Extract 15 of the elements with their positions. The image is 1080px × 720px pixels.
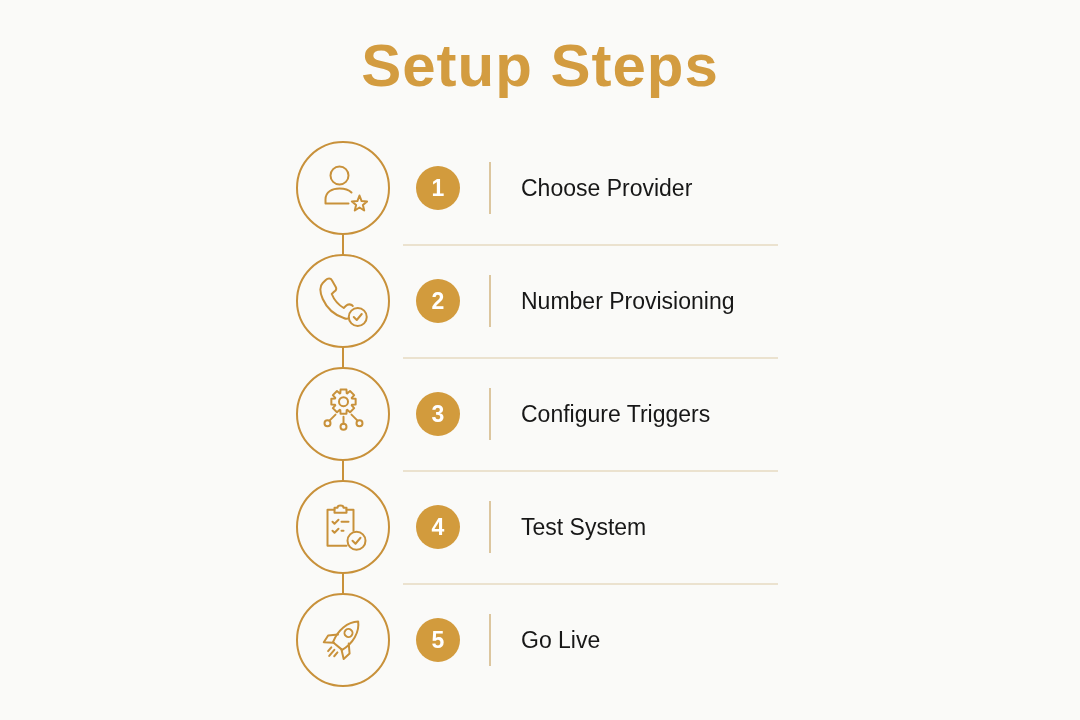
- title: Setup Steps: [361, 31, 719, 101]
- step-title: Number Provisioning: [521, 287, 735, 315]
- step-title: Test System: [521, 513, 647, 541]
- connector-line: [342, 573, 344, 594]
- connector-line: [342, 234, 344, 255]
- step-title: Configure Triggers: [521, 400, 711, 428]
- number-badge: 4: [416, 505, 460, 549]
- number-badge: 2: [416, 279, 460, 323]
- number-badge: 5: [416, 618, 460, 662]
- number-badge: 1: [416, 166, 460, 210]
- step-title: Go Live: [521, 626, 601, 654]
- connector-line: [342, 460, 344, 481]
- step-title: Choose Provider: [521, 174, 693, 202]
- number-badge: 3: [416, 392, 460, 436]
- connector-line: [342, 347, 344, 368]
